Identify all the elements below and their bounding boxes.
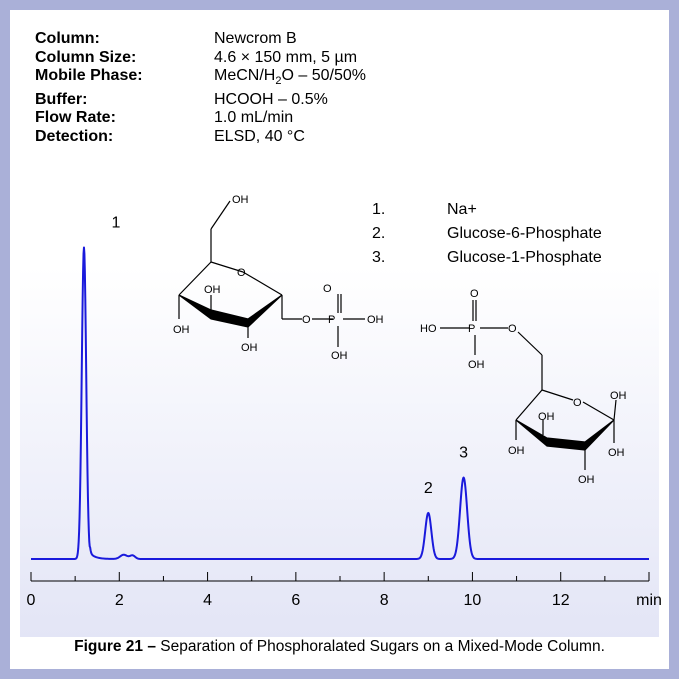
param-row-buffer: Buffer: HCOOH – 0.5% [35, 91, 366, 110]
caption-bold: Figure 21 – [74, 638, 156, 655]
param-row-mobile-phase: Mobile Phase: MeCN/H2O – 50/50% [35, 67, 366, 91]
glucose-1-phosphate-structure: HO O P O OH O OH OH OH OH OH [420, 288, 627, 486]
chromatogram-chart: 1. Na+ 2. Glucose-6-Phosphate 3. Glucose… [27, 194, 662, 609]
param-label: Column Size: [35, 48, 137, 66]
oh-label: OH [173, 324, 190, 336]
legend-name: Na+ [447, 201, 477, 218]
oh-label: OH [232, 194, 249, 206]
param-label: Buffer: [35, 90, 88, 108]
oh-label: OH [204, 284, 221, 296]
oh-label: OH [610, 390, 627, 402]
x-tick-label: 10 [464, 592, 482, 609]
peak-label: 2 [424, 480, 433, 497]
caption-text: Separation of Phosphoralated Sugars on a… [155, 638, 605, 655]
oh-label: OH [608, 447, 625, 459]
x-tick-label: 2 [115, 592, 124, 609]
o-label: O [237, 267, 246, 279]
param-row-detection: Detection: ELSD, 40 °C [35, 128, 366, 147]
o-label: O [508, 323, 517, 335]
param-label: Detection: [35, 127, 114, 145]
oh-label: OH [241, 342, 258, 354]
x-tick-label: 12 [552, 592, 570, 609]
oh-label: OH [538, 411, 555, 423]
peak-label: 1 [112, 214, 121, 231]
param-value: 1.0 mL/min [214, 109, 294, 127]
o-label: O [323, 283, 332, 295]
o-label: O [573, 397, 582, 409]
param-label: Flow Rate: [35, 109, 116, 127]
legend-number: 1. [372, 201, 385, 218]
oh-label: OH [367, 314, 384, 326]
legend-number: 2. [372, 225, 385, 242]
o-label: O [302, 314, 311, 326]
p-label: P [468, 323, 475, 335]
param-value: Newcrom B [214, 30, 297, 47]
oh-label: OH [578, 474, 595, 486]
figure-panel: Column: Newcrom B Column Size: 4.6 × 150… [20, 20, 659, 637]
x-tick-label: 0 [27, 592, 36, 609]
legend-number: 3. [372, 249, 385, 266]
param-value: ELSD, 40 °C [214, 127, 305, 145]
x-tick-label: 6 [291, 592, 300, 609]
legend-name: Glucose-6-Phosphate [447, 225, 602, 242]
x-tick-label: 8 [380, 592, 389, 609]
param-value: 4.6 × 150 mm, 5 µm [214, 48, 358, 66]
oh-label: OH [468, 359, 485, 371]
param-value: MeCN/H2O – 50/50% [214, 67, 366, 88]
param-row-flow-rate: Flow Rate: 1.0 mL/min [35, 109, 366, 128]
param-label: Mobile Phase: [35, 67, 143, 84]
ho-label: HO [420, 323, 437, 335]
legend-name: Glucose-1-Phosphate [447, 249, 602, 266]
peak-labels: 1 2 3 [112, 214, 469, 497]
peak-legend: 1. Na+ 2. Glucose-6-Phosphate 3. Glucose… [372, 201, 602, 266]
peak-label: 3 [459, 445, 468, 462]
glucose-6-phosphate-structure: OH O OH OH OH O P O OH OH [173, 194, 384, 362]
x-axis: 0 2 4 6 8 10 12 min [27, 572, 662, 609]
param-row-column-size: Column Size: 4.6 × 150 mm, 5 µm [35, 49, 366, 68]
param-label: Column: [35, 30, 100, 47]
o-label: O [470, 288, 479, 300]
oh-label: OH [331, 350, 348, 362]
chromatogram-trace [30, 246, 650, 560]
x-axis-label: min [636, 592, 662, 609]
oh-label: OH [508, 445, 525, 457]
param-value: HCOOH – 0.5% [214, 90, 328, 108]
x-tick-label: 4 [203, 592, 212, 609]
param-row-column: Column: Newcrom B [35, 30, 366, 49]
p-label: P [328, 314, 335, 326]
method-parameters: Column: Newcrom B Column Size: 4.6 × 150… [35, 30, 366, 146]
figure-caption: Figure 21 – Separation of Phosphoralated… [10, 637, 669, 656]
